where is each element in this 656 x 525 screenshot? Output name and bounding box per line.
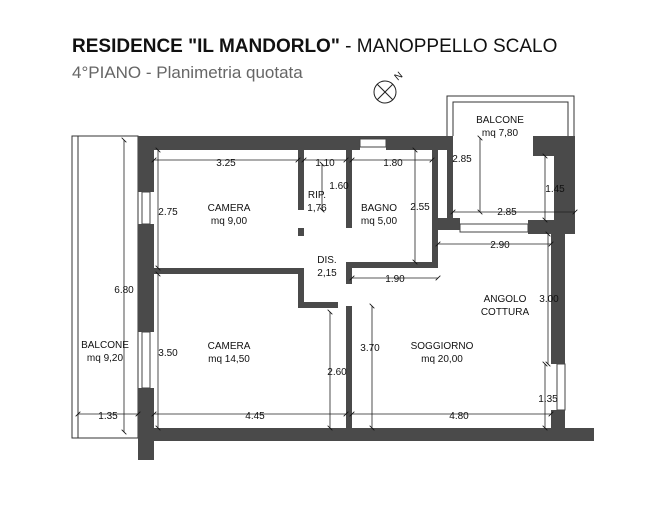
dim-1-90: 1.90 <box>385 274 405 285</box>
compass-north-label: N <box>393 70 406 83</box>
room-dis-area: 2,15 <box>317 268 337 279</box>
windows <box>141 138 566 411</box>
room-camera-1-name: CAMERA <box>208 203 251 214</box>
dim-1-45: 1.45 <box>545 184 565 195</box>
dim-1-80: 1.80 <box>383 158 403 169</box>
dim-2-90: 2.90 <box>490 240 510 251</box>
room-balcone-left-name: BALCONE <box>81 340 129 351</box>
plan-title: RESIDENCE "IL MANDORLO" - MANOPPELLO SCA… <box>72 36 557 58</box>
dimension-labels: 3.25 1.10 1.80 1.60 2.75 2.55 2.85 1.45 … <box>98 154 565 422</box>
dim-1-60: 1.60 <box>329 181 349 192</box>
dim-2-85-horizontal: 2.85 <box>497 207 517 218</box>
room-bagno-area: mq 5,00 <box>361 216 398 227</box>
room-bagno-name: BAGNO <box>361 203 397 214</box>
room-labels: CAMERA mq 9,00 RIP. 1,76 BAGNO mq 5,00 B… <box>81 115 529 365</box>
dimension-lines <box>78 138 575 432</box>
room-balcone-left-area: mq 9,20 <box>87 353 124 364</box>
room-rip-name: RIP. <box>308 190 326 201</box>
room-camera-2-name: CAMERA <box>208 341 251 352</box>
dim-1-35-right: 1.35 <box>538 394 558 405</box>
room-camera-2-area: mq 14,50 <box>208 354 250 365</box>
dim-3-25: 3.25 <box>216 158 236 169</box>
dim-3-00: 3.00 <box>539 294 559 305</box>
room-angolo-label: ANGOLO <box>484 294 527 305</box>
room-camera-1-area: mq 9,00 <box>211 216 248 227</box>
room-dis-name: DIS. <box>317 255 336 266</box>
dim-1-10: 1.10 <box>315 158 335 169</box>
dim-2-75: 2.75 <box>158 207 178 218</box>
room-rip-area: 1,76 <box>307 203 327 214</box>
room-soggiorno-area: mq 20,00 <box>421 354 463 365</box>
room-cottura-label: COTTURA <box>481 307 530 318</box>
dim-4-45: 4.45 <box>245 411 265 422</box>
dim-1-35-left: 1.35 <box>98 411 118 422</box>
compass-icon: N <box>373 70 406 104</box>
dim-2-85-vertical: 2.85 <box>452 154 472 165</box>
dim-3-70: 3.70 <box>360 343 380 354</box>
room-balcone-top-area: mq 7,80 <box>482 128 519 139</box>
room-balcone-top-name: BALCONE <box>476 115 524 126</box>
dim-2-55: 2.55 <box>410 202 430 213</box>
plan-title-bold: RESIDENCE "IL MANDORLO" <box>72 36 340 57</box>
dim-4-80: 4.80 <box>449 411 469 422</box>
room-soggiorno-name: SOGGIORNO <box>411 341 474 352</box>
dim-6-80: 6.80 <box>114 285 134 296</box>
dim-3-50: 3.50 <box>158 348 178 359</box>
plan-subtitle: 4°PIANO - Planimetria quotata <box>72 63 303 82</box>
dim-2-60: 2.60 <box>327 367 347 378</box>
walls <box>138 136 594 460</box>
plan-title-location: - MANOPPELLO SCALO <box>339 36 558 57</box>
